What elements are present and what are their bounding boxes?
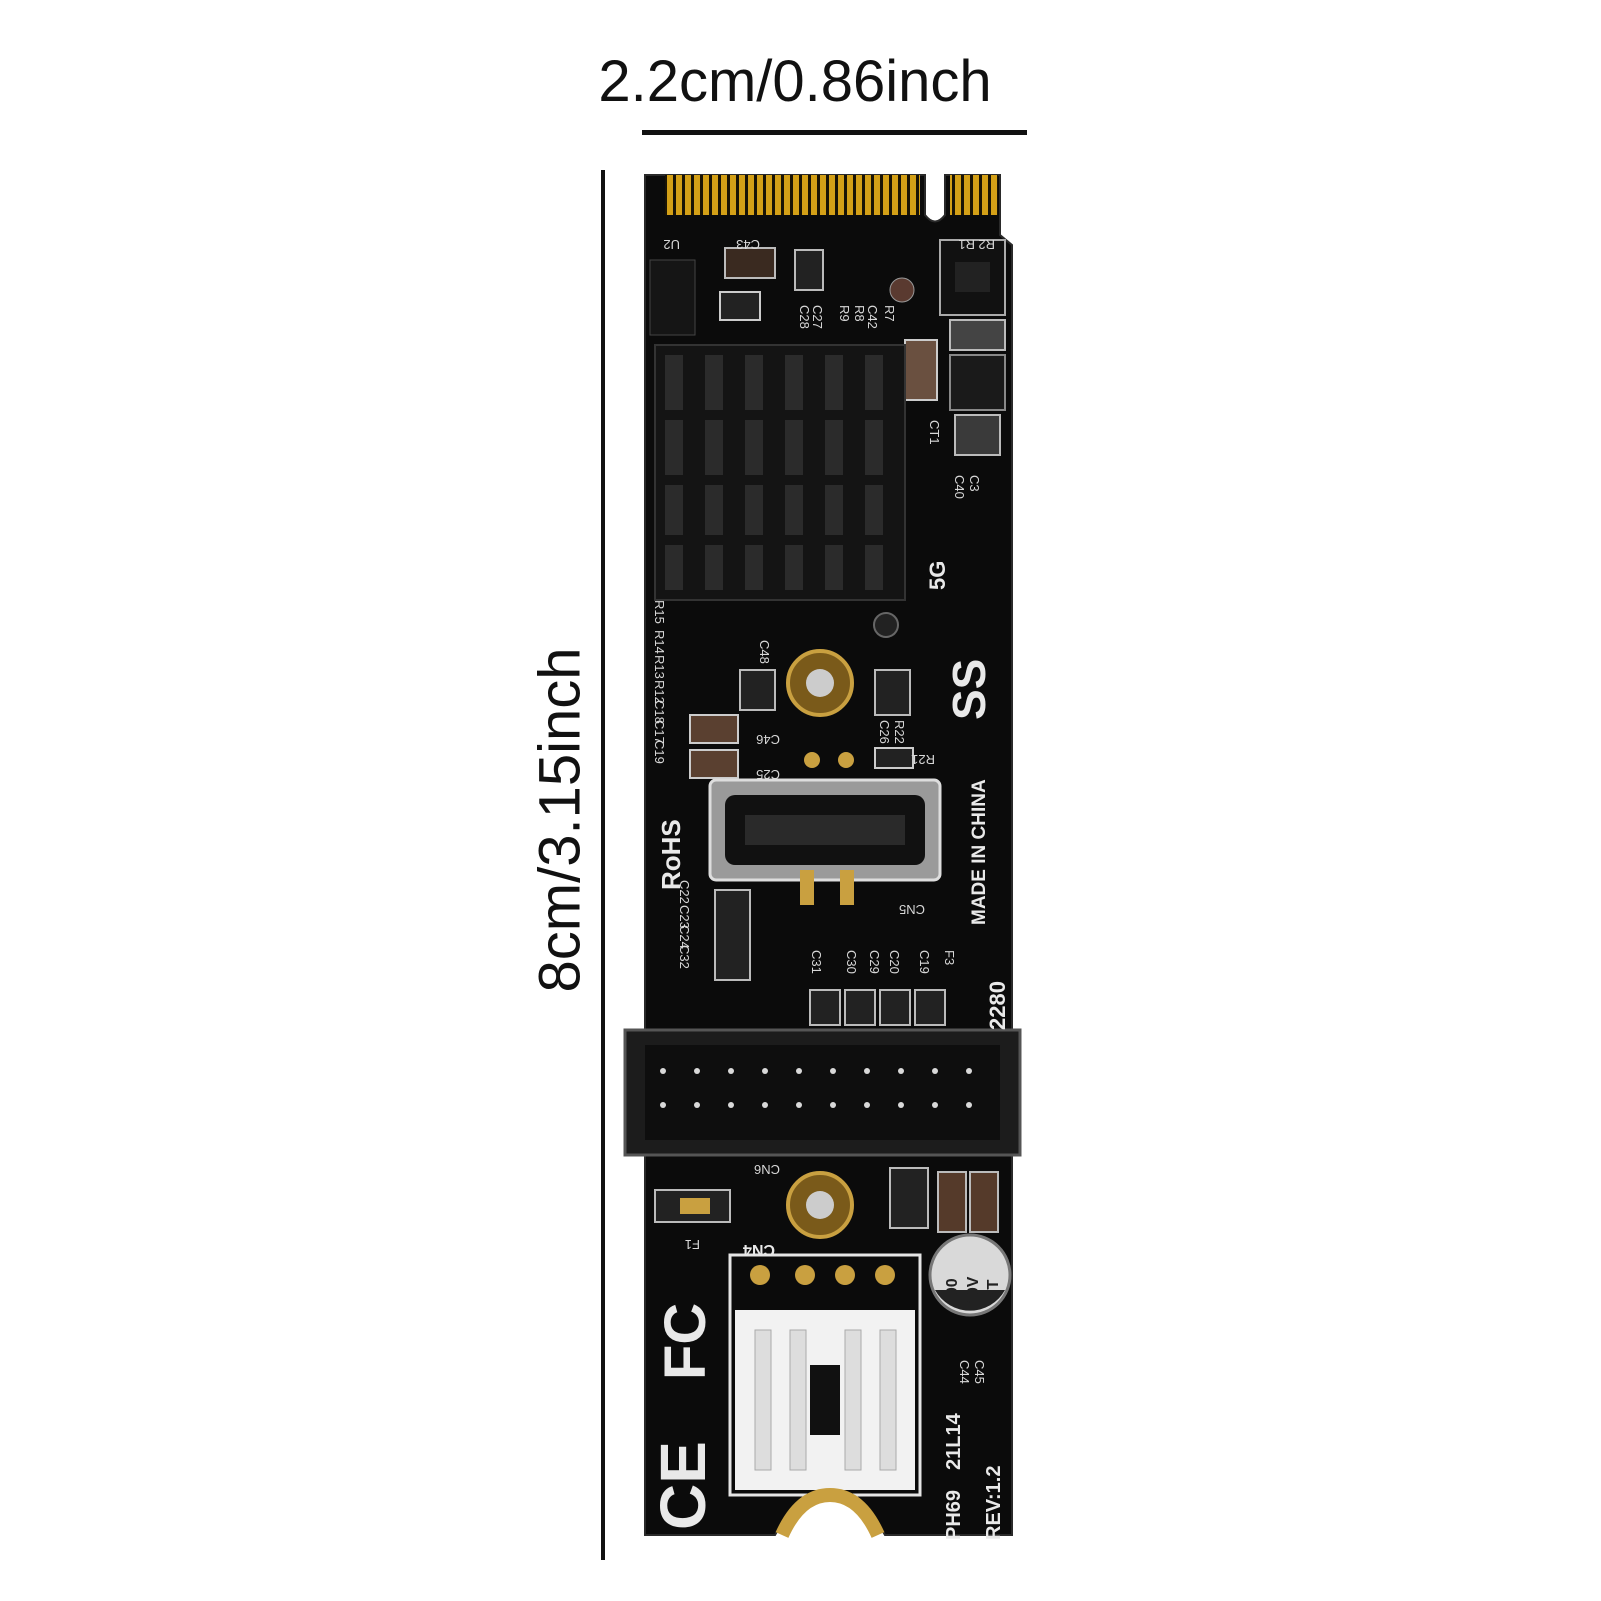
- designator-label: C28: [797, 305, 812, 329]
- designator-label: U2: [663, 237, 680, 252]
- designator-label: C30: [844, 950, 859, 974]
- designator-label: CT1: [927, 420, 942, 445]
- designator-label: R22: [892, 720, 907, 744]
- designator-label: C31: [809, 950, 824, 974]
- designator-label: C19: [652, 740, 667, 764]
- fcc-logo: FC: [653, 1303, 718, 1380]
- designator-label: C29: [867, 950, 882, 974]
- designator-label: R2: [978, 237, 995, 252]
- gold-fingers-main: [665, 175, 920, 215]
- designator-label: C32: [677, 945, 692, 969]
- designator-label: C22: [677, 880, 692, 904]
- designator-label: C19: [917, 950, 932, 974]
- designator-label: R14: [652, 630, 667, 654]
- width-dimension-label: 2.2cm/0.86inch: [598, 49, 992, 114]
- cn4-label: CN4: [743, 1241, 775, 1258]
- designator-label: R13: [652, 655, 667, 679]
- designator-label: R8: [852, 305, 867, 322]
- designator-label: F3: [942, 950, 957, 965]
- rohs-mark: RoHS: [656, 819, 686, 890]
- designator-label: R1: [958, 237, 975, 252]
- designator-label: C25: [756, 767, 780, 782]
- bottom-notch-pad: [775, 1487, 885, 1539]
- designator-label: C43: [736, 237, 760, 252]
- designator-label: C42: [865, 305, 880, 329]
- gold-fingers-key: [950, 175, 998, 215]
- designator-label: C24: [677, 925, 692, 949]
- designator-label: R21: [911, 752, 935, 767]
- designator-label: C3: [967, 475, 982, 492]
- designator-label: C27: [810, 305, 825, 329]
- usb-19pin-header-cn6: [623, 1028, 1022, 1157]
- heatsink: [654, 344, 906, 601]
- capacitor-value: 100: [944, 1278, 961, 1305]
- designator-label: R12: [652, 680, 667, 704]
- designator-label: C17: [652, 720, 667, 744]
- power-connector-cn4: [728, 1253, 922, 1497]
- designator-label: C46: [756, 732, 780, 747]
- capacitor-voltage: 10V: [965, 1276, 982, 1305]
- speed-label: 5G: [925, 561, 950, 590]
- model-code: 2280: [985, 981, 1010, 1030]
- designator-label: C20: [887, 950, 902, 974]
- ce-logo: CE: [647, 1441, 719, 1530]
- model-label: PH69: [943, 1490, 965, 1540]
- designator-label: C40: [952, 475, 967, 499]
- designator-label: R9: [837, 305, 852, 322]
- cn6-label: CN6: [754, 1162, 780, 1177]
- cn5-label: CN5: [899, 902, 925, 917]
- height-dimension-line: [601, 170, 605, 1560]
- designator-label: R15: [652, 600, 667, 624]
- width-dimension-line: [642, 130, 1027, 135]
- designator-label: R7: [882, 305, 897, 322]
- capacitor-mark: VT: [985, 1279, 1002, 1300]
- usb-type-e-connector-cn5: [708, 752, 942, 905]
- designator-label: C23: [677, 905, 692, 929]
- designator-label: C45: [972, 1360, 987, 1384]
- fuse-label: F1: [685, 1237, 700, 1252]
- made-in-china-text: MADE IN CHINA: [969, 779, 990, 925]
- designator-label: C48: [757, 640, 772, 664]
- ss-logo: SS: [943, 659, 995, 720]
- designator-label: C44: [957, 1360, 972, 1384]
- designator-label: C26: [877, 720, 892, 744]
- batch-label: 21L14: [943, 1412, 965, 1470]
- designator-label: C18: [652, 700, 667, 724]
- revision-label: REV:1.2: [983, 1466, 1005, 1540]
